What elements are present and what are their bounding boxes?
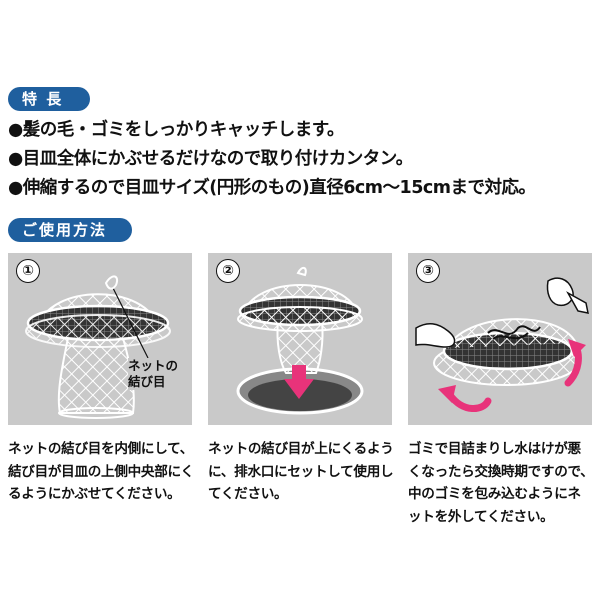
feature-item: ●髪の毛・ゴミをしっかりキャッチします。	[8, 120, 345, 140]
step-2-illustration: ②	[208, 253, 392, 425]
step-number: ①	[16, 259, 40, 283]
step-number: ③	[416, 259, 440, 283]
step-3-illustration: ③	[408, 253, 592, 425]
step-3-description: ゴミで目詰まりし水はけが悪くなったら交換時期ですので、中のゴミを包み込むようにネ…	[408, 441, 594, 525]
step-2-description: ネットの結び目が上にくるように、排水口にセットして使用してください。	[208, 441, 394, 502]
features-list: ●髪の毛・ゴミをしっかりキャッチします。 ●目皿全体にかぶせるだけなので取り付け…	[8, 116, 598, 203]
feature-item: ●目皿全体にかぶせるだけなので取り付けカンタン。	[8, 149, 413, 169]
step-1-description: ネットの結び目を内側にして、結び目が目皿の上側中央部にくるようにかぶせてください…	[8, 441, 194, 502]
remove-net-drawing	[415, 277, 589, 412]
usage-heading: ご使用方法	[8, 218, 132, 242]
knot-label: ネットの 結び目	[128, 358, 179, 390]
net-over-strainer-drawing	[25, 275, 171, 419]
feature-item: ●伸縮するので目皿サイズ(円形のもの)直径6cm〜15cmまで対応。	[8, 178, 536, 198]
features-heading: 特 長	[8, 87, 90, 111]
step-1-illustration: ① ネットの 結び目	[8, 253, 192, 425]
net-into-drain-drawing	[236, 267, 364, 415]
step-number: ②	[216, 259, 240, 283]
knot-label-text: ネットの 結び目	[128, 358, 179, 389]
